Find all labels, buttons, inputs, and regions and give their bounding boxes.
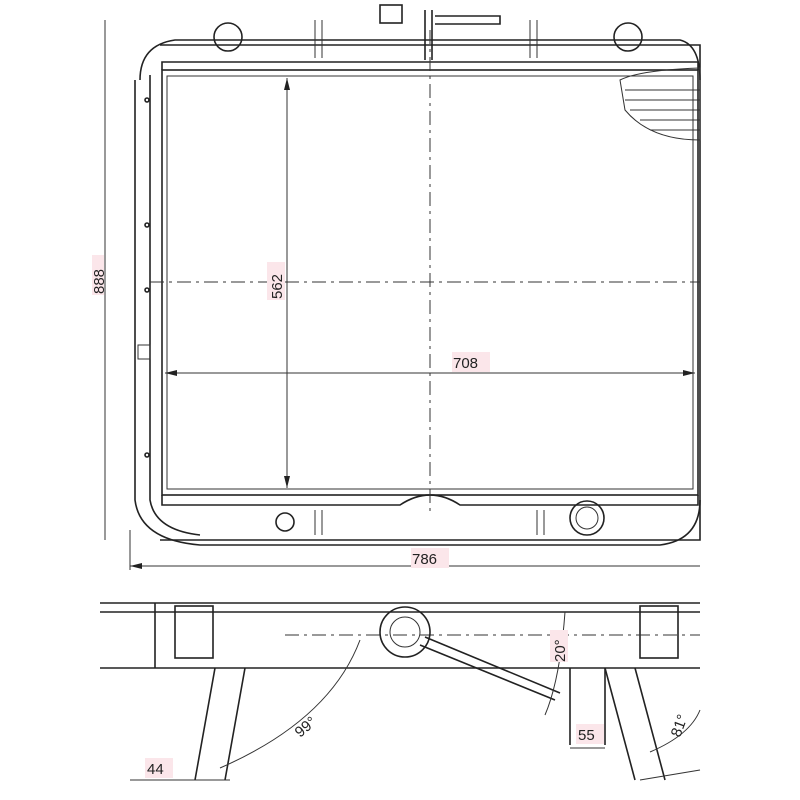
core-width-label: 708 — [453, 355, 478, 372]
outlet-angle-label: 81° — [668, 712, 692, 739]
core-height-label: 562 — [269, 274, 286, 299]
pipe-spacing-label: 55 — [578, 727, 595, 744]
overall-height-label: 888 — [91, 269, 108, 294]
dimension-labels: 562 708 786 888 20° 99° 81° 55 44 — [91, 255, 692, 778]
inlet-offset-label: 44 — [147, 761, 164, 778]
inlet-angle-label: 99° — [292, 713, 320, 741]
front-view — [104, 4, 701, 570]
filler-angle-label: 20° — [552, 639, 569, 662]
overall-width-label: 786 — [412, 551, 437, 568]
bottom-view — [100, 602, 701, 781]
